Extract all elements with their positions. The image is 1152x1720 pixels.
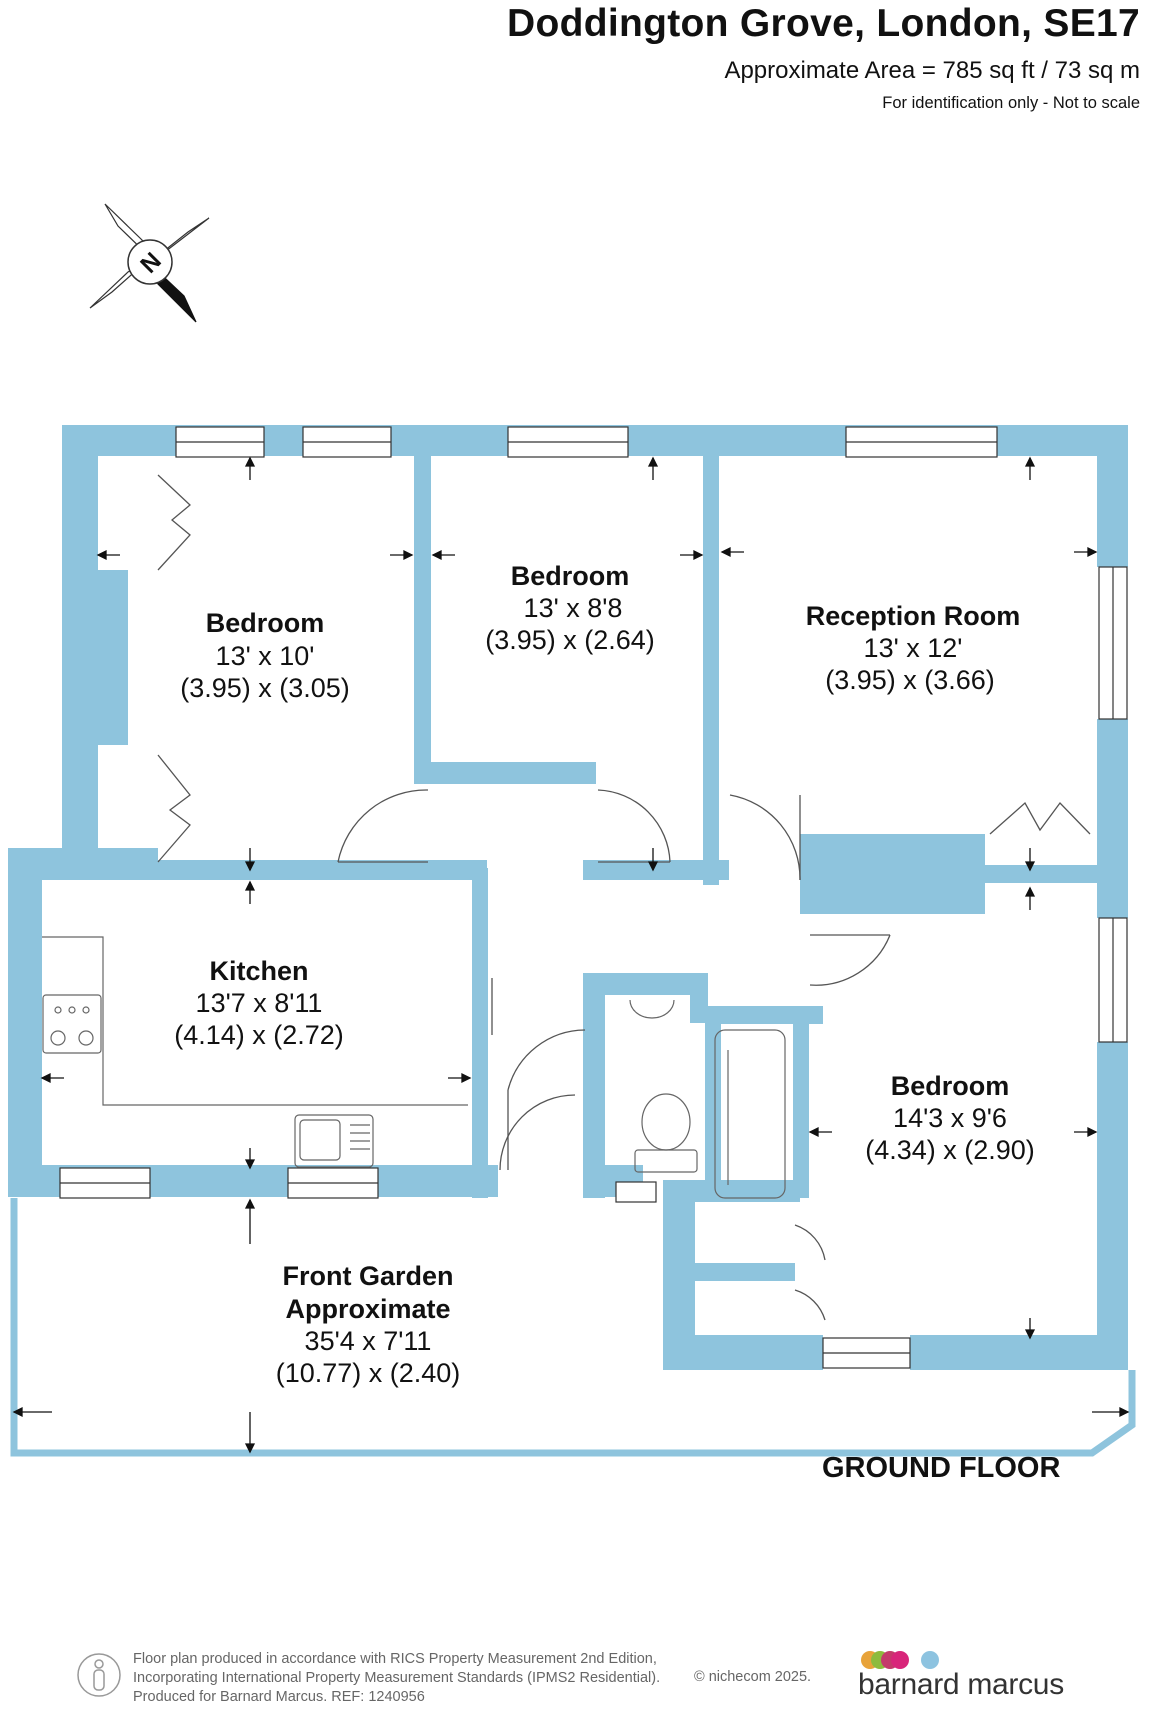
room-bedroom-1: Bedroom 13' x 10' (3.95) x (3.05) (180, 608, 350, 703)
room-name: Bedroom (206, 608, 325, 638)
bathroom-fittings (629, 999, 786, 1199)
room-dimensions-metric: (3.95) x (3.05) (180, 673, 350, 703)
plan-title: Doddington Grove, London, SE17 (507, 2, 1140, 45)
room-dimensions-metric: (10.77) x (2.40) (276, 1358, 461, 1388)
room-dimensions-metric: (4.34) x (2.90) (865, 1135, 1035, 1165)
kitchen-fittings (42, 936, 468, 1168)
room-dimensions-imperial: 35'4 x 7'11 (305, 1326, 432, 1356)
room-name-qualifier: Approximate (285, 1294, 450, 1324)
room-dimensions-imperial: 13' x 12' (864, 633, 963, 663)
floor-label: GROUND FLOOR (822, 1452, 1061, 1484)
room-reception: Reception Room 13' x 12' (3.95) x (3.66) (806, 601, 1021, 695)
scale-note: For identification only - Not to scale (882, 94, 1140, 112)
doors (157, 474, 1091, 1321)
room-dimensions-imperial: 13' x 10' (216, 641, 315, 671)
footer-notice: Floor plan produced in accordance with R… (133, 1650, 660, 1707)
brand-name: barnard marcus (858, 1668, 1064, 1701)
footer-line-1: Floor plan produced in accordance with R… (133, 1651, 657, 1667)
brand-logo-dots (861, 1651, 939, 1669)
room-bedroom-2: Bedroom 13' x 8'8 (3.95) x (2.64) (485, 561, 655, 655)
compass-icon: N (89, 203, 210, 323)
windows (59, 426, 1128, 1369)
measurement-arrows (12, 456, 1130, 1454)
room-dimensions-metric: (3.95) x (3.66) (825, 665, 995, 695)
room-dimensions-imperial: 13'7 x 8'11 (196, 988, 323, 1018)
room-dimensions-imperial: 13' x 8'8 (524, 593, 623, 623)
room-front-garden: Front Garden Approximate 35'4 x 7'11 (10… (276, 1261, 461, 1388)
room-name: Bedroom (891, 1071, 1010, 1101)
room-name: Front Garden (282, 1261, 453, 1291)
copyright: © nichecom 2025. (694, 1669, 812, 1685)
person-icon (77, 1653, 121, 1697)
room-name: Kitchen (209, 956, 308, 986)
room-dimensions-metric: (4.14) x (2.72) (174, 1020, 344, 1050)
room-kitchen: Kitchen 13'7 x 8'11 (4.14) x (2.72) (174, 956, 344, 1050)
footer-line-2: Incorporating International Property Mea… (133, 1670, 661, 1686)
garden-boundary (10, 1198, 1136, 1457)
room-dimensions-metric: (3.95) x (2.64) (485, 625, 655, 655)
room-bedroom-3: Bedroom 14'3 x 9'6 (4.34) x (2.90) (865, 1071, 1035, 1165)
room-name: Bedroom (511, 561, 630, 591)
room-dimensions-imperial: 14'3 x 9'6 (893, 1103, 1007, 1133)
approximate-area: Approximate Area = 785 sq ft / 73 sq m (724, 57, 1140, 84)
room-name: Reception Room (806, 601, 1021, 631)
footer-line-3: Produced for Barnard Marcus. REF: 124095… (133, 1689, 425, 1705)
